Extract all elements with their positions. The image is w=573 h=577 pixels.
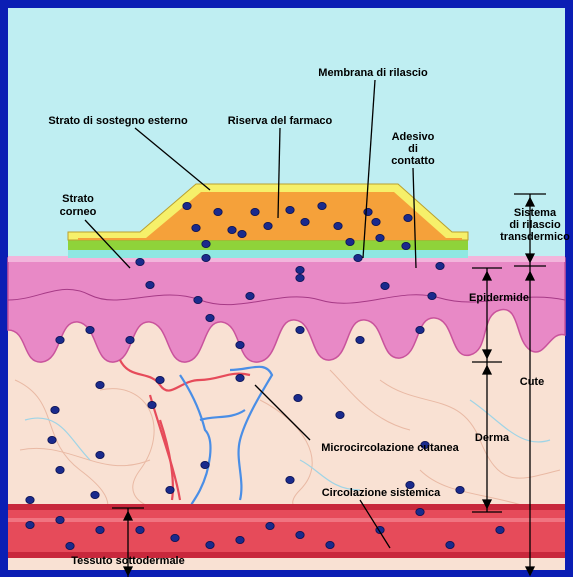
drug-particle: [91, 491, 99, 498]
drug-particle: [246, 292, 254, 299]
label-subdermal-tissue: Tessuto sottodermale: [71, 555, 185, 567]
drug-particle: [86, 326, 94, 333]
drug-particle: [456, 486, 464, 493]
drug-particle: [356, 336, 364, 343]
label-dermis: Derma: [475, 432, 510, 444]
drug-particle: [194, 296, 202, 303]
drug-particle: [192, 224, 200, 231]
label-systemic-circulation: Circolazione sistemica: [322, 487, 441, 499]
drug-particle: [148, 401, 156, 408]
label-drug-reservoir: Riserva del farmaco: [228, 115, 333, 127]
drug-particle: [51, 406, 59, 413]
drug-particle: [206, 541, 214, 548]
drug-particle: [381, 282, 389, 289]
drug-particle: [354, 254, 362, 261]
drug-particle: [136, 258, 144, 265]
drug-particle: [238, 230, 246, 237]
drug-particle: [96, 526, 104, 533]
label-contact-adhesive-1: Adesivo: [392, 131, 435, 143]
label-backing-layer: Strato di sostegno esterno: [48, 115, 188, 127]
label-delivery-system-3: transdermico: [500, 231, 570, 243]
drug-particle: [26, 521, 34, 528]
drug-particle: [296, 266, 304, 273]
drug-particle: [264, 222, 272, 229]
drug-particle: [346, 238, 354, 245]
drug-particle: [326, 541, 334, 548]
drug-particle: [318, 202, 326, 209]
blood-vessel-wall-top: [8, 504, 565, 510]
drug-particle: [286, 206, 294, 213]
drug-particle: [206, 314, 214, 321]
drug-particle: [236, 374, 244, 381]
drug-particle: [126, 336, 134, 343]
drug-particle: [56, 336, 64, 343]
label-contact-adhesive-2: di: [408, 143, 418, 155]
drug-particle: [296, 274, 304, 281]
drug-particle: [404, 214, 412, 221]
drug-particle: [202, 240, 210, 247]
drug-particle: [236, 341, 244, 348]
label-contact-adhesive-3: contatto: [391, 155, 435, 167]
drug-particle: [294, 394, 302, 401]
drug-particle: [156, 376, 164, 383]
drug-particle: [26, 496, 34, 503]
drug-particle: [202, 254, 210, 261]
label-epidermis: Epidermide: [469, 292, 529, 304]
drug-particle: [402, 242, 410, 249]
drug-particle: [446, 541, 454, 548]
drug-particle: [334, 222, 342, 229]
label-stratum-corneum-2: corneo: [60, 206, 97, 218]
drug-particle: [296, 531, 304, 538]
drug-particle: [376, 234, 384, 241]
drug-particle: [136, 526, 144, 533]
drug-particle: [228, 226, 236, 233]
drug-particle: [496, 526, 504, 533]
drug-particle: [336, 411, 344, 418]
drug-particle: [416, 508, 424, 515]
drug-particle: [286, 476, 294, 483]
drug-particle: [56, 516, 64, 523]
drug-particle: [266, 522, 274, 529]
label-delivery-system-2: di rilascio: [509, 219, 561, 231]
patch-membrane: [68, 250, 468, 258]
blood-vessel: [8, 506, 565, 556]
drug-particle: [428, 292, 436, 299]
drug-particle: [171, 534, 179, 541]
drug-particle: [372, 218, 380, 225]
drug-particle: [296, 326, 304, 333]
drug-particle: [416, 326, 424, 333]
label-stratum-corneum-1: Strato: [62, 193, 94, 205]
label-release-membrane: Membrana di rilascio: [318, 67, 428, 79]
drug-particle: [66, 542, 74, 549]
drug-particle: [436, 262, 444, 269]
drug-particle: [301, 218, 309, 225]
drug-particle: [214, 208, 222, 215]
drug-particle: [236, 536, 244, 543]
drug-particle: [364, 208, 372, 215]
label-skin: Cute: [520, 376, 544, 388]
blood-vessel-highlight: [8, 518, 565, 522]
drug-particle: [96, 451, 104, 458]
drug-particle: [96, 381, 104, 388]
label-delivery-system-1: Sistema: [514, 207, 557, 219]
drug-particle: [183, 202, 191, 209]
drug-particle: [251, 208, 259, 215]
label-cutaneous-microcirculation: Microcircolazione cutanea: [321, 442, 459, 454]
drug-particle: [166, 486, 174, 493]
drug-particle: [146, 281, 154, 288]
drug-particle: [201, 461, 209, 468]
drug-particle: [48, 436, 56, 443]
drug-particle: [56, 466, 64, 473]
